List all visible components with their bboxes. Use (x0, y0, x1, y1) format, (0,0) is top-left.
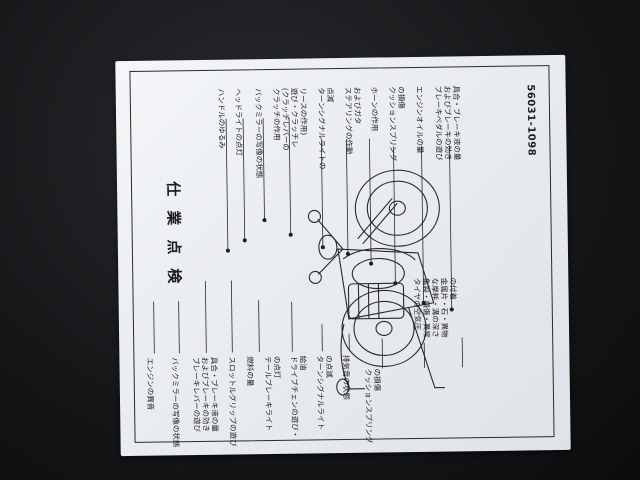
sticker-title: 仕業点検 (163, 181, 184, 298)
label-handle-looseness: ハンドルのゆるみ (216, 88, 227, 149)
label-horn: ホーンの作用 (369, 86, 380, 132)
label-exhaust: 排気音の状態 (341, 354, 352, 401)
label-steering-2: およびガタ (352, 86, 363, 125)
label-headlight: ヘッドライトの点灯 (233, 88, 244, 157)
label-brake-pedal-3: 具合・ブレーキ液の量 (451, 85, 462, 161)
label-engine-noise: エンジンの異音 (145, 357, 156, 411)
label-cushion-top-2: の損傷 (396, 86, 406, 109)
label-drive-chain-2: 給油 (298, 355, 308, 371)
inspection-sticker: 仕業点検 56031-1098 ハンドルのゆるみ ヘッドライトの点灯 バックミラ… (115, 54, 571, 457)
label-throttle: スロットルグリップの遊び (227, 356, 238, 447)
motorcycle-diagram (153, 117, 463, 396)
label-mirror-bottom: バックミラーの写像の状態 (170, 357, 181, 448)
label-turn-signal-rear-2: の点滅 (324, 355, 334, 378)
part-number: 56031-1098 (524, 84, 537, 157)
label-fuel: 燃料の量 (245, 356, 255, 387)
label-tail-light-2: の点灯 (272, 355, 282, 379)
label-mirror-top: バックミラーの写像の状態 (253, 88, 264, 179)
label-clutch-4: リースの作用) (298, 87, 309, 136)
label-tire-5: の付着 (448, 277, 458, 301)
label-turn-signal-2: 点滅 (325, 87, 335, 103)
inspection-card: 仕業点検 56031-1098 ハンドルのゆるみ ヘッドライトの点灯 バックミラ… (129, 65, 555, 447)
label-cushion-bottom-2: の損傷 (372, 368, 382, 392)
label-engine-oil: エンジンオイルの量 (414, 85, 425, 154)
label-brake-lever-3: 具合・ブレーキ液の量 (209, 356, 220, 432)
